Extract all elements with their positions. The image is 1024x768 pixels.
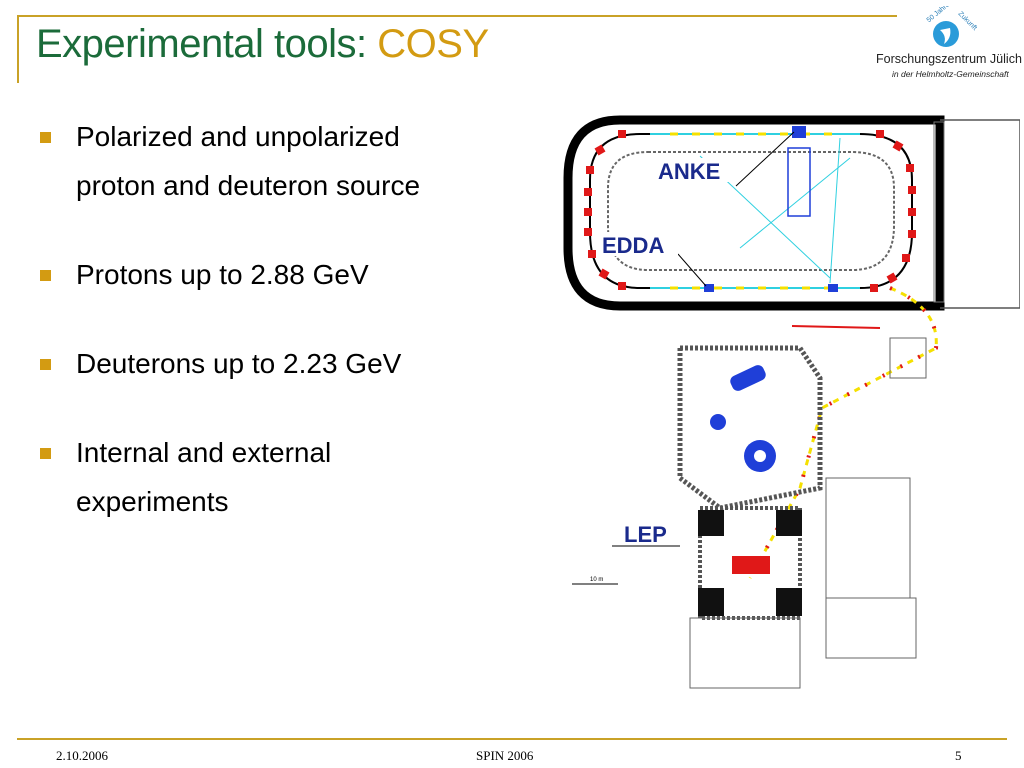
footer-rule: [17, 738, 1007, 740]
bullet-marker-icon: [40, 359, 51, 370]
shield-block: [776, 588, 802, 616]
bullet-item: Polarized and unpolarized proton and deu…: [40, 112, 520, 210]
anke-magnet: [792, 126, 806, 138]
diagnostic-line: [829, 137, 841, 284]
title-left-rule: [17, 15, 19, 83]
logo-swoosh-icon: [940, 28, 951, 44]
ion-source: [730, 365, 766, 391]
bullet-line: Deuterons up to 2.23 GeV: [76, 348, 402, 379]
cosy-ring: [589, 133, 913, 289]
annex-building: [940, 119, 1020, 309]
bullet-item: Protons up to 2.88 GeV: [40, 250, 520, 299]
anke-detector: [787, 147, 811, 217]
side-building: [825, 477, 911, 599]
bullet-line: proton and deuteron source: [76, 170, 421, 201]
anke-label-box: [656, 158, 738, 182]
shield-block: [698, 510, 724, 536]
bullet-line: experiments: [76, 486, 229, 517]
edda-leader: [677, 253, 707, 287]
logo-badge-text-2: Zukunft: [957, 10, 978, 31]
side-building: [825, 597, 917, 659]
cyclotron-core: [754, 450, 766, 462]
lep-label-box: [622, 520, 678, 544]
inner-shielding: [607, 151, 895, 271]
bullet-marker-icon: [40, 132, 51, 143]
edda-label: EDDA: [602, 233, 664, 258]
bullet-line: Protons up to 2.88 GeV: [76, 259, 369, 290]
extraction-beamline: [748, 286, 938, 579]
fzj-logo: 50 Jahre Zukunft: [926, 6, 978, 47]
lower-building: [689, 617, 801, 689]
logo-subtitle: in der Helmholtz-Gemeinschaft: [892, 69, 1009, 79]
bullet-marker-icon: [40, 270, 51, 281]
lep-target: [732, 556, 770, 574]
edda-detector: [704, 284, 714, 292]
anke-label: ANKE: [658, 159, 720, 184]
footer-date: 2.10.2006: [56, 748, 108, 763]
title-top-rule: [17, 15, 897, 17]
slide-title: Experimental tools: COSY: [36, 22, 489, 67]
beamline-branch: [791, 325, 881, 329]
scale-label: 10 m: [590, 577, 603, 583]
shield-block: [698, 588, 724, 616]
title-accent: COSY: [377, 22, 489, 66]
bullet-item: Internal and external experiments: [40, 428, 520, 526]
ring-building-wall: [563, 115, 945, 311]
edda-label-box: [600, 232, 678, 256]
bullet-marker-icon: [40, 448, 51, 459]
injector: [710, 414, 726, 430]
bullet-item: Deuterons up to 2.23 GeV: [40, 339, 520, 388]
annex-small: [889, 337, 927, 379]
page-number: 5: [955, 748, 962, 763]
ring-element: [828, 284, 838, 292]
shield-block: [776, 510, 802, 536]
dipole-magnets: [584, 130, 916, 292]
bullet-line: Polarized and unpolarized: [76, 121, 400, 152]
logo-name: Forschungszentrum Jülich: [876, 52, 1022, 66]
footer-event: SPIN 2006: [476, 748, 534, 763]
brick-wall: [933, 121, 945, 303]
anke-leader: [735, 131, 795, 187]
lep-label: LEP: [624, 522, 667, 547]
cyclotron-hall: [677, 345, 823, 511]
title-main: Experimental tools:: [36, 22, 378, 66]
bullet-list: Polarized and unpolarized proton and deu…: [40, 112, 520, 566]
cosy-facility-map: ANKE EDDA LEP 10 m: [563, 115, 1020, 689]
bullet-line: Internal and external: [76, 437, 332, 468]
diagnostic-line: [739, 157, 851, 249]
